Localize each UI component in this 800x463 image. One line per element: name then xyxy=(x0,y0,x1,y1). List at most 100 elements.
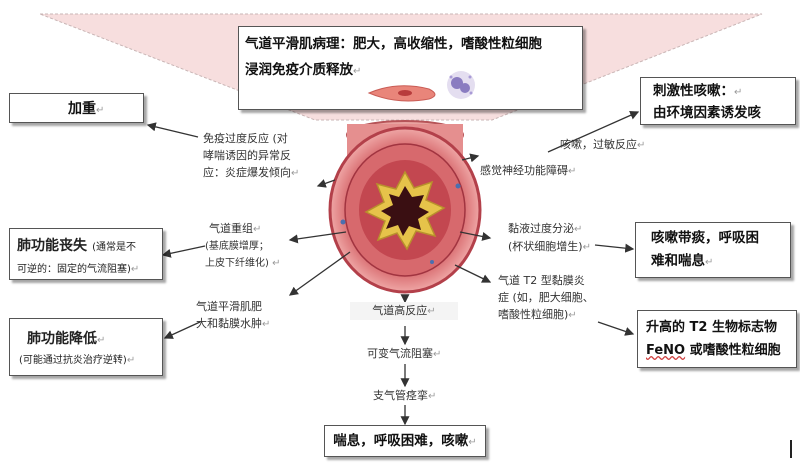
paragraph-mark: ↵ xyxy=(253,224,262,235)
lung-loss-title: 肺功能丧失 xyxy=(17,238,87,254)
aggravation-label: 加重 xyxy=(68,101,96,117)
lung-loss-note2: 可逆的：固定的气流阻塞) xyxy=(17,264,131,275)
hyper-label: 气道高反应↵ xyxy=(350,302,458,320)
smooth-line2: 大和黏膜水肿↵ xyxy=(196,315,270,333)
eosinophil-illustration xyxy=(447,71,475,99)
lung-decrease-title: 肺功能降低 xyxy=(27,331,97,347)
irritant-cough-box: 刺激性咳嗽：↵ 由环境因素诱发咳 xyxy=(640,77,796,125)
arrow-to-t2 xyxy=(454,264,492,283)
lung-loss-line2: 可逆的：固定的气流阻塞)↵ xyxy=(17,261,162,279)
top-box-line2: 浸润免疫介质释放↵ xyxy=(245,57,582,85)
paragraph-mark: ↵ xyxy=(433,349,442,360)
top-box-line2-text: 浸润免疫介质释放 xyxy=(245,62,353,78)
remodel-line3-text: 上皮下纤维化) xyxy=(205,258,269,269)
paragraph-mark: ↵ xyxy=(582,242,591,253)
cough-box-line1: 刺激性咳嗽：↵ xyxy=(653,81,795,103)
paragraph-mark: ↵ xyxy=(262,319,271,330)
spasm-text: 支气管痉挛 xyxy=(373,389,428,402)
phlegm-box-line1: 咳嗽带痰，呼吸困 xyxy=(651,230,759,246)
paragraph-mark: ↵ xyxy=(568,310,577,321)
phlegm-box-line2-text: 难和喘息 xyxy=(651,253,705,269)
phlegm-box: 咳嗽带痰，呼吸困 难和喘息↵ xyxy=(635,222,791,278)
t2-line1: 气道 T2 型黏膜炎 xyxy=(498,274,585,287)
arrow-to-remodel xyxy=(288,231,347,244)
sensory-label: 感觉神经功能障碍↵ xyxy=(480,162,576,180)
feno-label: FeNO xyxy=(646,343,686,358)
paragraph-mark: ↵ xyxy=(96,105,105,116)
variable-label: 可变气流阻塞↵ xyxy=(367,345,441,363)
paragraph-mark: ↵ xyxy=(574,224,583,235)
arrow-to-biomarker-box xyxy=(597,321,635,336)
spasm-label: 支气管痉挛↵ xyxy=(373,387,436,405)
hyper-text: 气道高反应 xyxy=(372,304,428,317)
remodel-line3: 上皮下纤维化) ↵ xyxy=(205,255,280,272)
cough-box-line1-text: 刺激性咳嗽： xyxy=(653,83,734,99)
immune-label: 免疫过度反应 (对 哮喘诱因的异常反 应：炎症爆发倾向↵ xyxy=(203,130,299,182)
paragraph-mark: ↵ xyxy=(272,258,281,269)
arrow-to-lung-decrease xyxy=(163,321,201,339)
remodel-label: 气道重组↵ (基底膜增厚； 上皮下纤维化) ↵ xyxy=(205,220,280,272)
mucus-line1: 黏液过度分泌↵ xyxy=(508,220,591,238)
paragraph-mark: ↵ xyxy=(428,391,437,402)
mucus-line1-text: 黏液过度分泌 xyxy=(508,222,574,235)
arrow-to-aggravation xyxy=(146,122,199,138)
cough-allergy-label: 咳嗽，过敏反应↵ xyxy=(560,136,645,154)
cough-box-line2: 由环境因素诱发咳 xyxy=(653,105,761,121)
arrow-to-lung-loss xyxy=(161,245,206,258)
paragraph-mark: ↵ xyxy=(353,66,362,77)
t2-line3-text: 嗜酸性粒细胞) xyxy=(498,308,569,321)
phlegm-box-line2: 难和喘息↵ xyxy=(651,250,790,274)
immune-line3-text: 应：炎症爆发倾向 xyxy=(203,166,291,179)
top-pathology-box: 气道平滑肌病理：肥大，高收缩性，嗜酸性粒细胞 浸润免疫介质释放↵ xyxy=(238,26,583,110)
paragraph-mark: ↵ xyxy=(734,87,743,98)
final-text: 喘息，呼吸困难，咳嗽 xyxy=(333,433,469,449)
remodel-line2: (基底膜增厚； xyxy=(205,241,269,252)
paragraph-mark: ↵ xyxy=(705,257,714,268)
final-symptoms-box: 喘息，呼吸困难，咳嗽↵ xyxy=(324,425,486,457)
remodel-line1: 气道重组↵ xyxy=(205,220,280,238)
paragraph-mark: ↵ xyxy=(130,264,140,275)
lung-decrease-box: 肺功能降低↵ (可能通过抗炎治疗逆转)↵ xyxy=(9,318,163,376)
arrow-to-sensory xyxy=(461,153,480,163)
immune-line3: 应：炎症爆发倾向↵ xyxy=(203,164,299,182)
arrow-to-cough-box xyxy=(547,111,640,153)
lung-decrease-note: (可能通过抗炎治疗逆转) xyxy=(19,355,127,366)
t2-label: 气道 T2 型黏膜炎 症 (如，肥大细胞、 嗜酸性粒细胞)↵ xyxy=(498,272,594,324)
arrow-to-phlegm-box xyxy=(594,243,635,253)
biomarker-line1: 升高的 T2 生物标志物 xyxy=(646,320,777,335)
lung-loss-line1: 肺功能丧失 (通常是不 xyxy=(17,235,162,258)
cough-allergy-text: 咳嗽，过敏反应 xyxy=(560,138,637,151)
paragraph-mark: ↵ xyxy=(637,140,646,151)
t2-line3: 嗜酸性粒细胞)↵ xyxy=(498,306,594,324)
biomarker-rest: 或嗜酸性粒细胞 xyxy=(685,343,781,358)
biomarker-line2: FeNO 或嗜酸性粒细胞 xyxy=(646,339,796,362)
lung-decrease-line2: (可能通过抗炎治疗逆转)↵ xyxy=(19,351,162,371)
lung-loss-note1: (通常是不 xyxy=(92,242,136,253)
mucus-line2-text: (杯状细胞增生) xyxy=(508,240,583,253)
paragraph-mark: ↵ xyxy=(97,335,106,346)
immune-line1: 免疫过度反应 (对 xyxy=(203,132,288,145)
paragraph-mark: ↵ xyxy=(291,168,300,179)
paragraph-mark: ↵ xyxy=(126,355,136,366)
smooth-line2-text: 大和黏膜水肿 xyxy=(196,317,262,330)
arrow-to-mucus xyxy=(459,231,492,241)
immune-line2: 哮喘诱因的异常反 xyxy=(203,149,291,162)
t2-line2: 症 (如，肥大细胞、 xyxy=(498,291,594,304)
variable-text: 可变气流阻塞 xyxy=(367,347,433,360)
cell-illustration xyxy=(367,85,436,102)
arrow-to-immune xyxy=(316,179,336,188)
paragraph-mark: ↵ xyxy=(427,306,436,317)
biomarker-box: 升高的 T2 生物标志物 FeNO 或嗜酸性粒细胞 xyxy=(637,310,797,368)
lung-decrease-line1: 肺功能降低↵ xyxy=(27,329,162,351)
arrow-to-smooth xyxy=(288,251,351,296)
paragraph-mark: ↵ xyxy=(568,166,577,177)
paragraph-mark: ↵ xyxy=(468,437,477,448)
text-cursor xyxy=(790,440,792,458)
mucus-label: 黏液过度分泌↵ (杯状细胞增生)↵ xyxy=(508,220,591,256)
sensory-text: 感觉神经功能障碍 xyxy=(480,164,568,177)
top-box-line1: 气道平滑肌病理：肥大，高收缩性，嗜酸性粒细胞 xyxy=(245,36,542,52)
smooth-muscle-label: 气道平滑肌肥 大和黏膜水肿↵ xyxy=(196,298,270,333)
lung-loss-box: 肺功能丧失 (通常是不 可逆的：固定的气流阻塞)↵ xyxy=(9,228,163,280)
